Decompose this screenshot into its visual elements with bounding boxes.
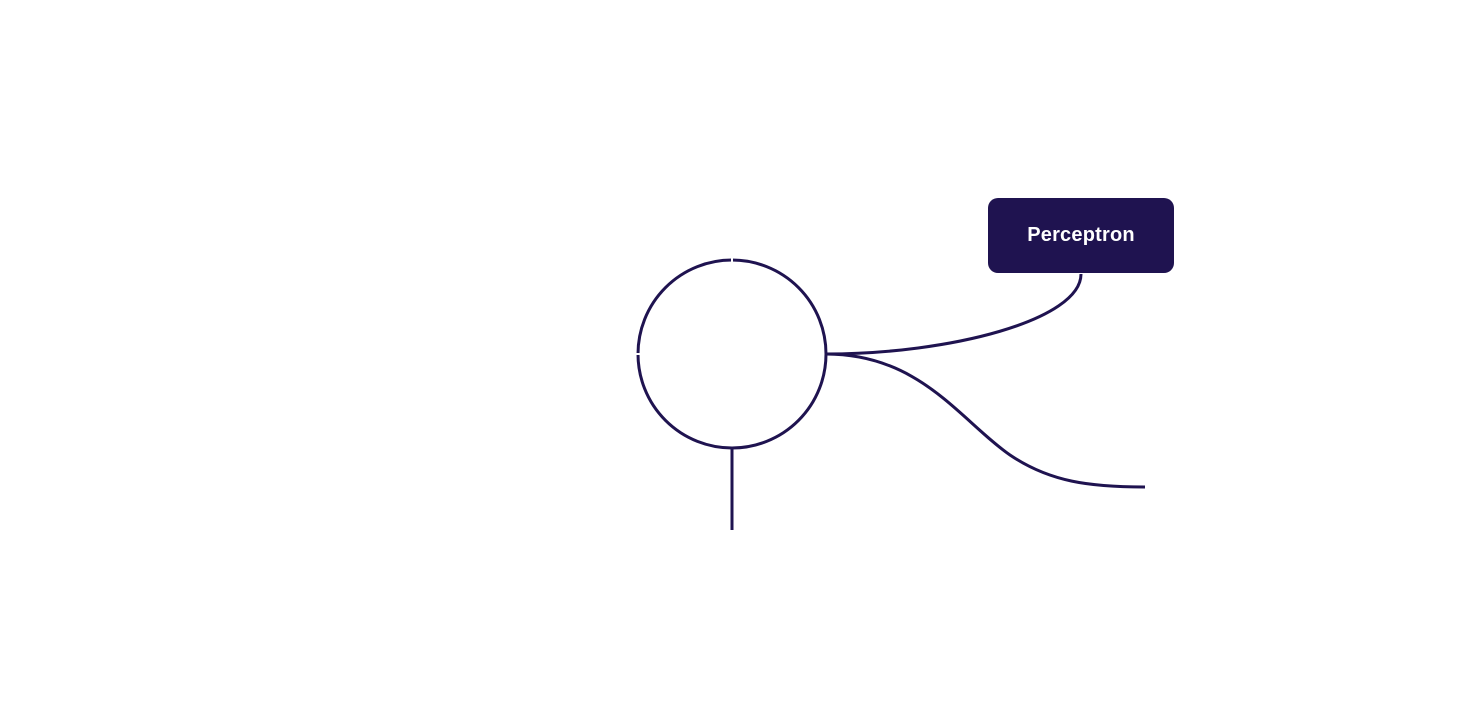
perceptron-label: Perceptron: [1027, 224, 1135, 246]
connector-lower-right: [825, 352, 1146, 489]
perceptron-node[interactable]: Perceptron: [988, 198, 1174, 273]
neuron-circle[interactable]: [636, 258, 828, 450]
connector-to-perceptron: [825, 273, 1083, 356]
